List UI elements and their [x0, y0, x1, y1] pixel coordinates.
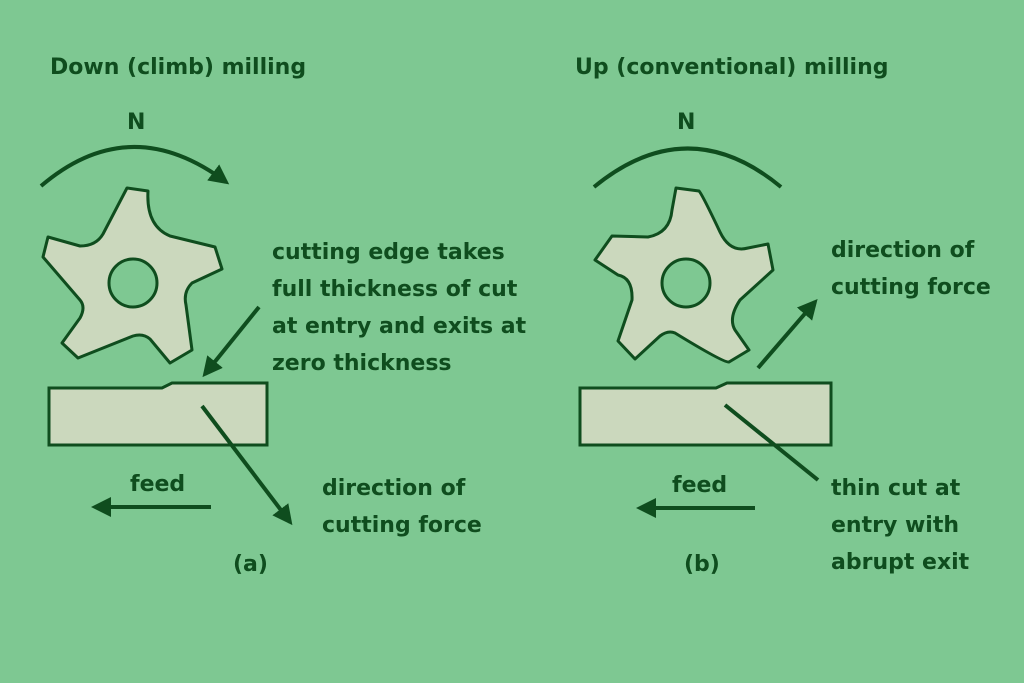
cutting-force-arrow-b: [756, 298, 818, 370]
workpiece-b: [578, 381, 833, 447]
rotation-label-b: N: [677, 110, 696, 135]
rotation-arrow-clockwise: [39, 145, 230, 188]
panel-a-title: Down (climb) milling: [50, 55, 307, 80]
force-label-a: direction of cutting force: [322, 476, 482, 538]
edge-note-a: cutting edge takes full thickness of cut…: [272, 240, 527, 376]
cutter-arbor-hole-a: [107, 257, 159, 309]
caption-a: (a): [233, 552, 268, 577]
cutter-arbor-hole-b: [660, 257, 712, 309]
rotation-arc: [592, 146, 783, 189]
feed-label-a: feed: [130, 472, 186, 497]
force-label-b: direction of cutting force: [831, 238, 991, 300]
cutting-force-arrow-a: [200, 404, 293, 526]
caption-b: (b): [684, 552, 720, 577]
edge-note-pointer-arrow: [202, 305, 261, 378]
exit-note-leader-line: [723, 403, 820, 482]
panel-b-title: Up (conventional) milling: [575, 55, 889, 80]
exit-note-b: thin cut at entry with abrupt exit: [831, 476, 970, 575]
panel-b: [578, 146, 833, 518]
feed-label-b: feed: [672, 473, 728, 498]
workpiece-a: [47, 381, 269, 447]
rotation-label-a: N: [127, 110, 146, 135]
panel-a: [39, 145, 293, 526]
